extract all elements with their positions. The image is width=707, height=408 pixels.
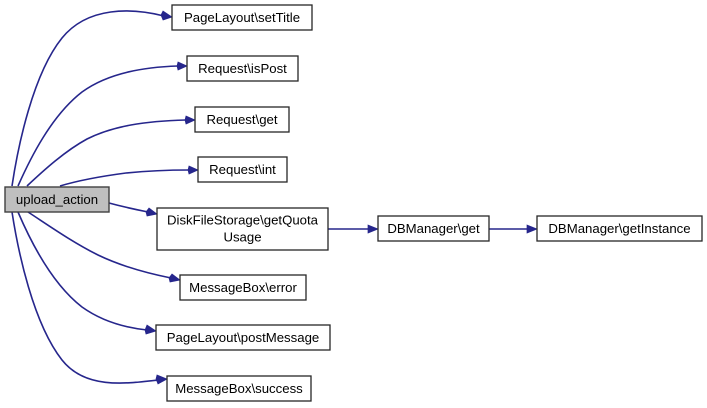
- node-pagelayout_settitle[interactable]: PageLayout\setTitle: [171, 4, 313, 31]
- node-dbmanager_getinstance[interactable]: DBManager\getInstance: [536, 215, 703, 242]
- node-request_ispost[interactable]: Request\isPost: [186, 55, 299, 82]
- edge-upload_action-to-request_int: [59, 169, 190, 187]
- node-messagebox_success[interactable]: MessageBox\success: [166, 375, 312, 402]
- edge-upload_action-to-diskfilestorage_getquotausage: [108, 202, 149, 213]
- node-request_get[interactable]: Request\get: [194, 106, 290, 133]
- arrowhead-pagelayout_settitle: [160, 10, 173, 21]
- arrowhead-request_ispost: [176, 61, 188, 71]
- node-box-dbmanager_getinstance[interactable]: [536, 215, 703, 242]
- arrowhead-dbmanager_get: [367, 224, 379, 234]
- node-label-request_get: Request\get: [206, 112, 277, 127]
- edge-upload_action-to-messagebox_success: [11, 211, 159, 384]
- edges-layer: [11, 10, 538, 385]
- node-box-request_int[interactable]: [197, 156, 288, 183]
- node-pagelayout_postmessage[interactable]: PageLayout\postMessage: [155, 324, 331, 351]
- node-request_int[interactable]: Request\int: [197, 156, 288, 183]
- node-label-pagelayout_postmessage: PageLayout\postMessage: [167, 330, 320, 345]
- node-label-request_int: Request\int: [209, 162, 276, 177]
- edge-upload_action-to-messagebox_error: [27, 211, 172, 279]
- node-label-dbmanager_get: DBManager\get: [387, 221, 480, 236]
- node-label-diskfilestorage_getquotausage-line2: Usage: [223, 229, 261, 244]
- arrowhead-messagebox_success: [155, 374, 168, 385]
- node-box-request_ispost[interactable]: [186, 55, 299, 82]
- node-messagebox_error[interactable]: MessageBox\error: [179, 274, 307, 301]
- node-box-request_get[interactable]: [194, 106, 290, 133]
- node-box-diskfilestorage_getquotausage[interactable]: [156, 207, 329, 251]
- node-label-pagelayout_settitle: PageLayout\setTitle: [184, 10, 300, 25]
- nodes-layer: upload_action PageLayout\setTitle Reques…: [4, 4, 703, 402]
- arrowhead-dbmanager_getinstance: [526, 224, 538, 234]
- node-diskfilestorage_getquotausage[interactable]: DiskFileStorage\getQuota Usage: [156, 207, 329, 251]
- arrowhead-messagebox_error: [168, 273, 181, 283]
- node-box-pagelayout_postmessage[interactable]: [155, 324, 331, 351]
- node-box-dbmanager_get[interactable]: [377, 215, 490, 242]
- edge-upload_action-to-request_ispost: [17, 65, 179, 187]
- edge-upload_action-to-pagelayout_postmessage: [17, 211, 148, 331]
- node-label-messagebox_success: MessageBox\success: [175, 381, 303, 396]
- arrowhead-request_get: [184, 115, 196, 125]
- node-box-messagebox_success[interactable]: [166, 375, 312, 402]
- arrowhead-request_int: [187, 165, 199, 175]
- edge-upload_action-to-pagelayout_settitle: [11, 10, 165, 187]
- node-label-request_ispost: Request\isPost: [198, 61, 287, 76]
- arrowhead-pagelayout_postmessage: [144, 324, 157, 335]
- node-upload_action[interactable]: upload_action: [4, 186, 110, 213]
- node-dbmanager_get[interactable]: DBManager\get: [377, 215, 490, 242]
- node-box-pagelayout_settitle[interactable]: [171, 4, 313, 31]
- node-label-messagebox_error: MessageBox\error: [189, 280, 297, 295]
- arrowhead-diskfilestorage_getquotausage: [145, 207, 158, 217]
- node-box-upload_action[interactable]: [4, 186, 110, 213]
- edge-upload_action-to-request_get: [26, 119, 187, 187]
- node-label-upload_action: upload_action: [16, 192, 98, 207]
- node-label-diskfilestorage_getquotausage-line1: DiskFileStorage\getQuota: [167, 212, 319, 227]
- node-box-messagebox_error[interactable]: [179, 274, 307, 301]
- node-label-dbmanager_getinstance: DBManager\getInstance: [548, 221, 690, 236]
